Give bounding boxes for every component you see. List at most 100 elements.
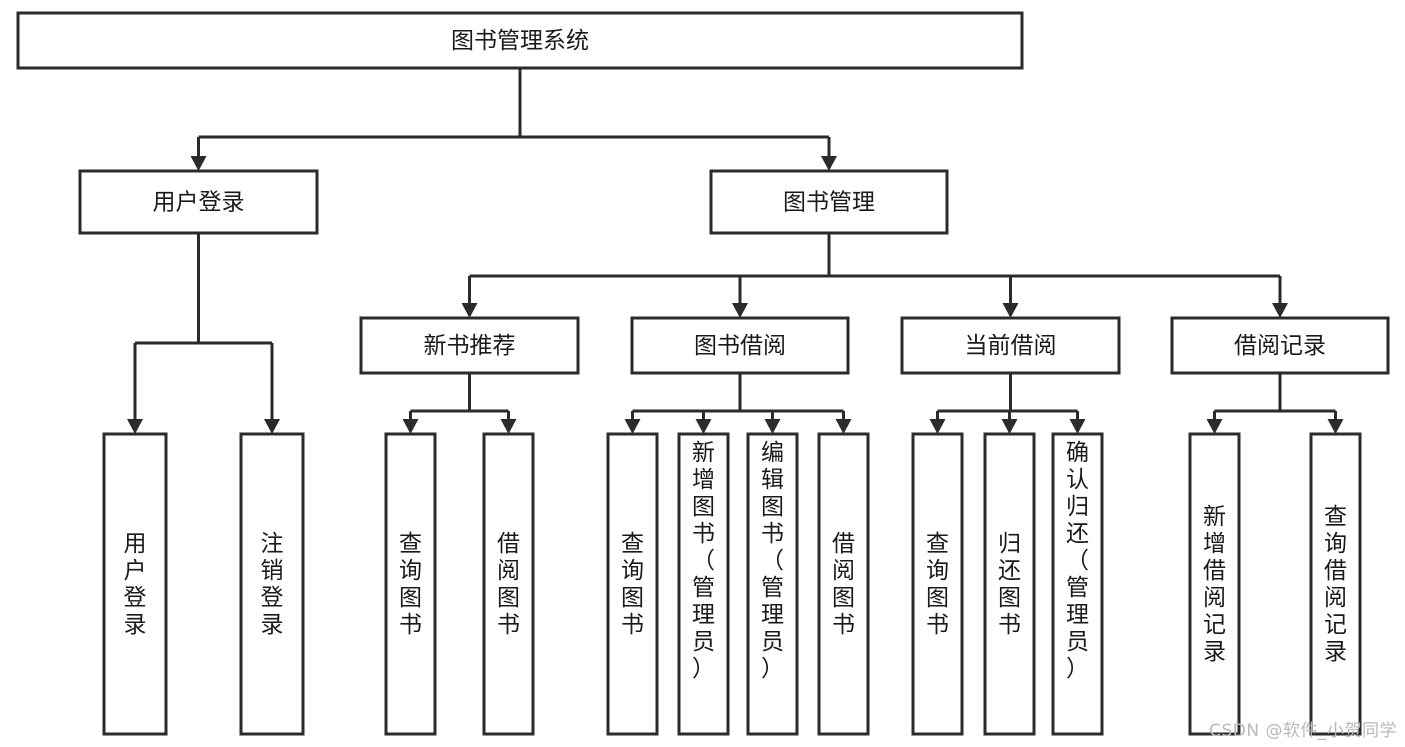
arrow-head-icon	[190, 156, 207, 171]
node-label-char: 阅	[1324, 585, 1347, 611]
node-box	[1051, 432, 1104, 736]
node-label-char: 图	[497, 585, 520, 611]
node-box	[1188, 432, 1241, 736]
node-label-char: 阅	[1203, 585, 1226, 611]
arrow-head-icon	[695, 419, 712, 434]
node-level3-1[interactable]: 图书借阅	[630, 316, 850, 375]
node-label-char: 图	[621, 585, 644, 611]
node-label-char: 图	[998, 585, 1021, 611]
node-label-char: 员	[1066, 629, 1089, 655]
node-label-char: 理	[1066, 602, 1089, 628]
arrow-head-icon	[461, 303, 478, 318]
arrow-head-icon	[264, 419, 280, 434]
node-label-char: 用	[124, 531, 147, 557]
node-box	[630, 316, 850, 375]
node-label: 图书管理	[783, 190, 875, 216]
node-label-char: 图	[692, 494, 715, 520]
node-label-char: 销	[261, 558, 284, 584]
node-label-char: 理	[761, 602, 784, 628]
node-label-char: 认	[1066, 467, 1089, 493]
node-label-char: 员	[761, 629, 784, 655]
arrow-head-icon	[1272, 303, 1288, 318]
node-label-char: 借	[1203, 558, 1226, 584]
node-box	[911, 432, 964, 736]
node-label-char: 归	[1066, 494, 1089, 520]
node-label-char: 归	[998, 531, 1021, 557]
arrow-head-icon	[1001, 419, 1018, 434]
node-label-char: 书	[926, 612, 949, 638]
arrow-head-icon	[835, 419, 852, 434]
arrow-head-icon	[929, 419, 946, 434]
node-box	[16, 11, 1024, 70]
arrow-head-icon	[821, 156, 837, 171]
node-label-char: （	[761, 548, 784, 574]
node-box	[677, 432, 730, 736]
node-label-char: （	[1066, 548, 1089, 574]
arrow-head-icon	[402, 419, 419, 434]
node-label-char: 查	[621, 531, 644, 557]
node-label-char: 录	[1324, 639, 1347, 665]
node-box	[1170, 316, 1390, 375]
node-label-char: 管	[761, 575, 784, 601]
node-label-char: 图	[926, 585, 949, 611]
node-label-char: 还	[1066, 521, 1089, 547]
node-box	[359, 316, 580, 375]
node-label-char: 登	[261, 585, 284, 611]
node-label-char: 辑	[761, 467, 784, 493]
node-label-char: 注	[261, 531, 284, 557]
node-level2-1[interactable]: 图书管理	[709, 169, 949, 235]
node-leaf-0[interactable]: 用户登录	[102, 432, 168, 736]
arrow-head-icon	[1069, 419, 1086, 434]
node-label-char: 理	[692, 602, 715, 628]
node-label-char: 录	[261, 612, 284, 638]
node-root-book-management-system[interactable]: 图书管理系统	[16, 11, 1024, 70]
node-box	[384, 432, 437, 736]
node-label: 借阅记录	[1234, 333, 1326, 359]
node-level3-0[interactable]: 新书推荐	[359, 316, 580, 375]
arrow-head-icon	[500, 419, 517, 434]
node-label-char: 图	[832, 585, 855, 611]
node-label-char: ）	[692, 656, 715, 682]
edge-layer	[127, 68, 1344, 434]
node-box	[817, 432, 870, 736]
node-label-char: （	[692, 548, 715, 574]
node-label-char: 书	[621, 612, 644, 638]
node-level2-0[interactable]: 用户登录	[78, 169, 319, 235]
node-level3-2[interactable]: 当前借阅	[900, 316, 1121, 375]
node-label-char: 新	[1203, 504, 1226, 530]
arrow-head-icon	[624, 419, 641, 434]
node-level3-3[interactable]: 借阅记录	[1170, 316, 1390, 375]
node-label-char: 记	[1324, 612, 1347, 638]
node-box	[709, 169, 949, 235]
node-label: 用户登录	[153, 190, 245, 216]
node-label-char: 询	[1324, 531, 1347, 557]
node-box	[900, 316, 1121, 375]
node-label-char: 询	[621, 558, 644, 584]
node-label-char: 记	[1203, 612, 1226, 638]
arrow-head-icon	[1327, 419, 1344, 434]
node-label-char: 书	[399, 612, 422, 638]
node-label-char: ）	[1066, 656, 1089, 682]
node-label-char: 图	[399, 585, 422, 611]
node-label-char: 询	[926, 558, 949, 584]
arrow-head-icon	[1206, 419, 1223, 434]
node-label-char: 新	[692, 440, 715, 466]
node-label-char: 阅	[832, 558, 855, 584]
node-label-char: 书	[832, 612, 855, 638]
arrow-head-icon	[127, 419, 143, 434]
node-box	[482, 432, 535, 736]
